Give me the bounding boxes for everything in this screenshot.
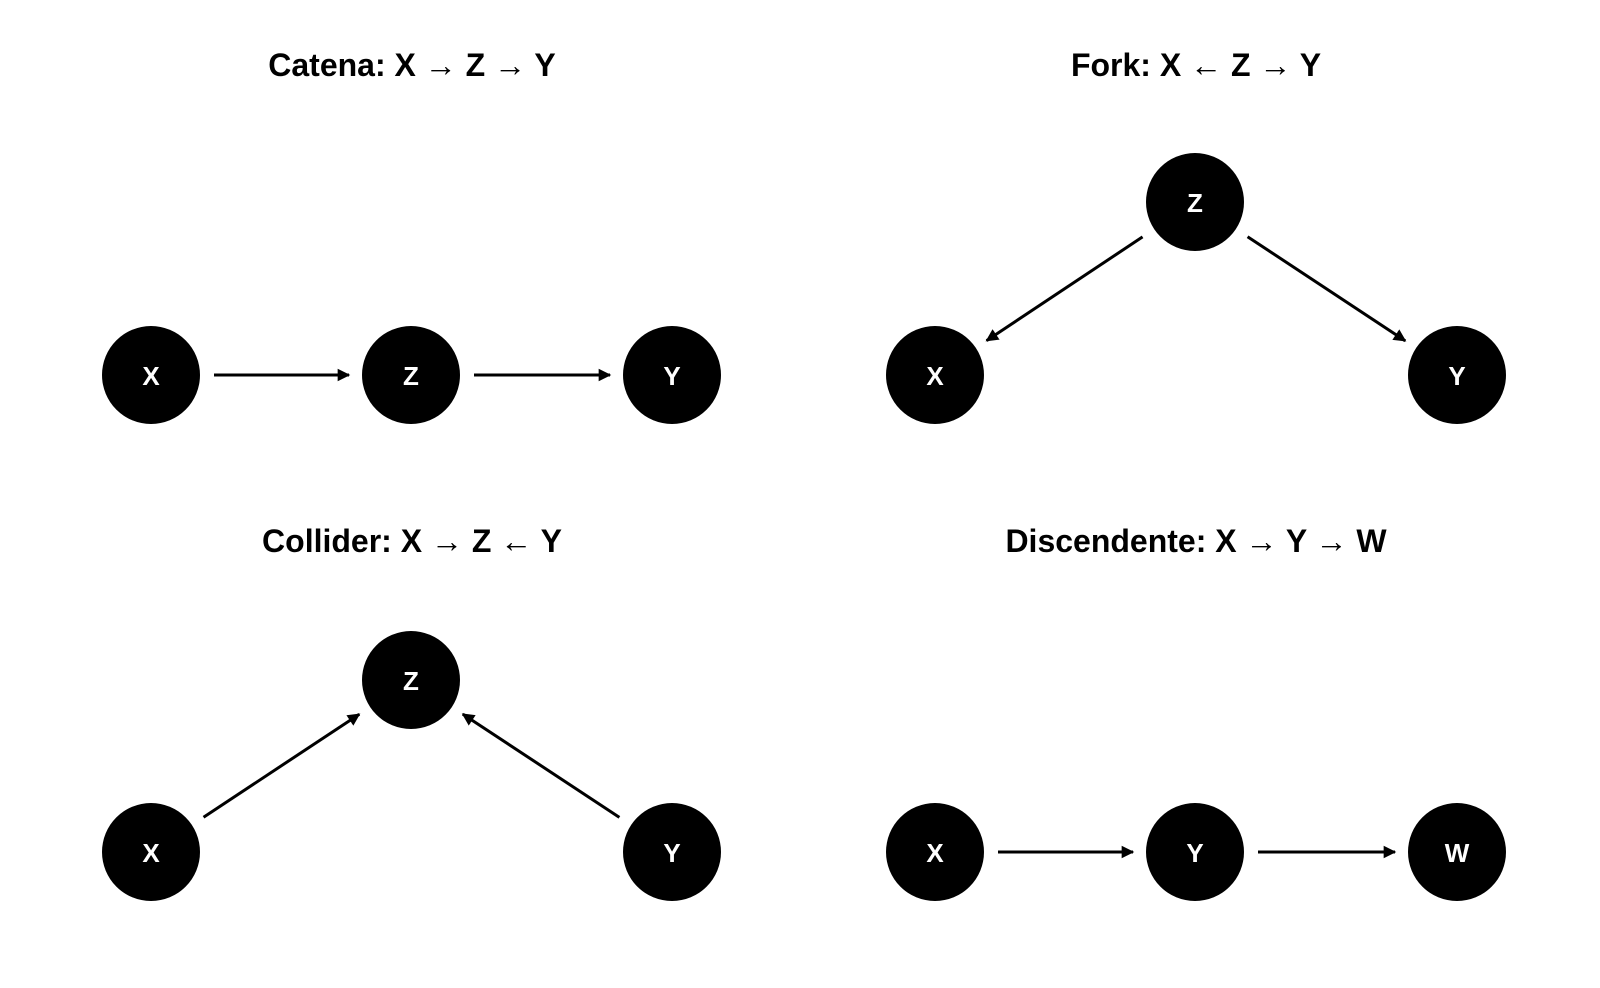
node-descendant-w: W — [1408, 803, 1506, 901]
node-label: Y — [663, 838, 680, 868]
node-circle — [886, 326, 984, 424]
panel-title-collider: Collider: X → Z ← Y — [262, 523, 562, 559]
node-label: X — [926, 838, 944, 868]
node-fork-z: Z — [1146, 153, 1244, 251]
node-circle — [362, 326, 460, 424]
node-descendant-x: X — [886, 803, 984, 901]
panel-title-fork: Fork: X ← Z → Y — [1070, 47, 1322, 83]
node-fork-x: X — [886, 326, 984, 424]
edge-collider-x-to-z — [202, 712, 361, 819]
node-chain-z: Z — [362, 326, 460, 424]
node-circle — [1146, 153, 1244, 251]
node-label: Z — [403, 361, 419, 391]
edge-fork-z-to-x — [985, 235, 1144, 342]
node-circle — [1408, 803, 1506, 901]
node-collider-y: Y — [623, 803, 721, 901]
node-label: W — [1445, 838, 1470, 868]
panel-title-descendant: Discendente: X → Y → W — [1005, 523, 1387, 559]
node-circle — [886, 803, 984, 901]
edge-fork-z-to-y — [1246, 235, 1407, 343]
node-label: Z — [403, 666, 419, 696]
node-circle — [1146, 803, 1244, 901]
nodes-layer: X Z Y Z X Y Z X Y X Y W — [102, 153, 1506, 901]
node-circle — [1408, 326, 1506, 424]
edge-collider-y-to-z — [461, 712, 621, 819]
node-circle — [102, 326, 200, 424]
node-label: Z — [1187, 188, 1203, 218]
node-label: Y — [1448, 361, 1465, 391]
node-chain-x: X — [102, 326, 200, 424]
node-circle — [362, 631, 460, 729]
node-fork-y: Y — [1408, 326, 1506, 424]
node-label: Y — [663, 361, 680, 391]
node-label: X — [926, 361, 944, 391]
node-circle — [623, 803, 721, 901]
node-collider-z: Z — [362, 631, 460, 729]
node-circle — [102, 803, 200, 901]
node-label: Y — [1186, 838, 1203, 868]
node-label: X — [142, 361, 160, 391]
panel-title-chain: Catena: X → Z → Y — [268, 47, 556, 83]
node-circle — [623, 326, 721, 424]
edges-layer — [202, 235, 1407, 859]
node-collider-x: X — [102, 803, 200, 901]
node-chain-y: Y — [623, 326, 721, 424]
node-label: X — [142, 838, 160, 868]
node-descendant-y: Y — [1146, 803, 1244, 901]
